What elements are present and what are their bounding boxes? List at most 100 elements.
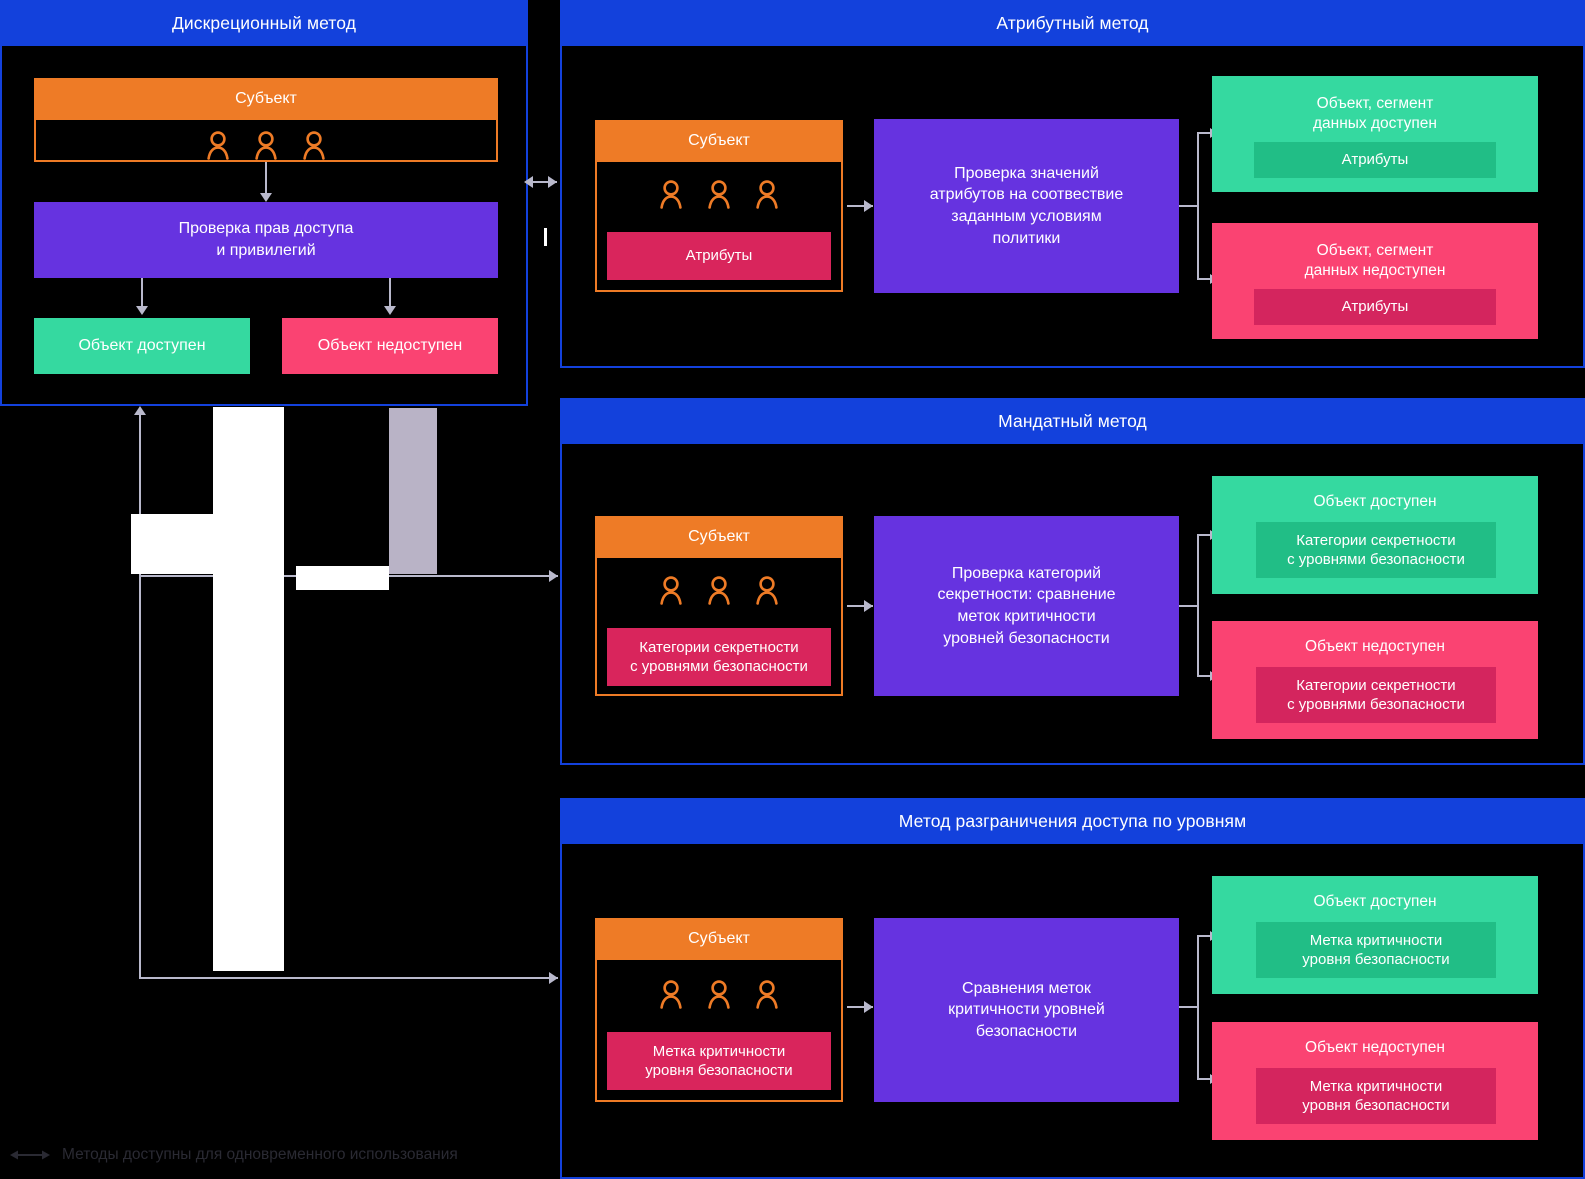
people-group xyxy=(597,570,841,610)
person-icon xyxy=(756,180,778,209)
connector-to-allow xyxy=(1197,935,1217,937)
chip-label: Категории секретности с уровнями безопас… xyxy=(1287,531,1465,569)
raster-artifact xyxy=(131,514,284,574)
result-allow-attribute: Объект, сегмент данных доступен Атрибуты xyxy=(1212,76,1538,192)
chip-label: Метка критичности уровня безопасности xyxy=(1302,931,1450,969)
arrowhead-right-icon xyxy=(864,1001,873,1013)
person-icon xyxy=(708,576,730,605)
person-icon xyxy=(756,576,778,605)
result-allow-mandatory: Объект доступен Категории секретности с … xyxy=(1212,476,1538,594)
process-box-mandatory: Проверка категорий секретности: сравнени… xyxy=(874,516,1179,696)
connector-to-deny xyxy=(1197,278,1217,280)
process-text: Проверка значений атрибутов на соотвеств… xyxy=(929,164,1124,247)
raster-artifact xyxy=(213,407,284,971)
connector-process-split-stem xyxy=(1179,605,1199,607)
chip-label: Метка критичности уровня безопасности xyxy=(645,1042,793,1080)
result-attributes-chip: Атрибуты xyxy=(1254,289,1496,325)
person-icon xyxy=(207,131,229,160)
result-title: Объект недоступен xyxy=(1305,1039,1445,1056)
process-box-attribute: Проверка значений атрибутов на соотвеств… xyxy=(874,119,1179,293)
subject-header: Субъект xyxy=(595,918,843,960)
double-arrow-horizontal-icon xyxy=(10,1150,50,1160)
legend-text: Методы доступны для одновременного испол… xyxy=(62,1146,458,1163)
subject-header: Субъект xyxy=(34,78,498,120)
connector-subject-to-process xyxy=(847,205,873,207)
result-deny-mandatory: Объект недоступен Категории секретности … xyxy=(1212,621,1538,739)
subject-label: Субъект xyxy=(235,90,297,107)
process-box-level-based: Сравнения меток критичности уровней безо… xyxy=(874,918,1179,1102)
subject-categories-chip: Категории секретности с уровнями безопас… xyxy=(607,628,831,686)
person-icon xyxy=(708,180,730,209)
process-box-discretionary: Проверка прав доступа и привилегий xyxy=(34,202,498,278)
panel-title: Атрибутный метод xyxy=(996,13,1149,34)
connector-process-split-vertical xyxy=(1197,132,1199,280)
result-categories-chip: Категории секретности с уровнями безопас… xyxy=(1256,522,1496,578)
connector-subject-to-process xyxy=(847,1006,873,1008)
result-deny-level-based: Объект недоступен Метка критичности уров… xyxy=(1212,1022,1538,1140)
person-icon xyxy=(660,180,682,209)
arrowhead-left-icon xyxy=(524,176,533,188)
panel-title: Мандатный метод xyxy=(998,411,1147,432)
result-title: Объект, сегмент данных доступен xyxy=(1313,95,1437,132)
connector-process-split-vertical xyxy=(1197,935,1199,1080)
person-icon xyxy=(303,131,325,160)
person-icon xyxy=(660,980,682,1009)
subject-label: Субъект xyxy=(688,930,750,947)
arrowhead-down-icon xyxy=(136,306,148,315)
process-text: Проверка прав доступа и привилегий xyxy=(178,220,354,259)
result-categories-chip: Категории секретности с уровнями безопас… xyxy=(1256,667,1496,723)
connector-to-allow xyxy=(1197,534,1217,536)
chip-label: Атрибуты xyxy=(1341,298,1409,316)
connector-subject-to-process xyxy=(265,162,267,195)
connector-subject-to-process xyxy=(847,605,873,607)
arrowhead-down-icon xyxy=(260,193,272,202)
chip-label: Метка критичности уровня безопасности xyxy=(1302,1077,1450,1115)
result-title: Объект, сегмент данных недоступен xyxy=(1304,242,1446,279)
people-group xyxy=(597,974,841,1014)
connector-to-deny xyxy=(1197,675,1217,677)
connector-process-split-vertical xyxy=(1197,534,1199,677)
subject-card-attribute: Субъект Атрибуты xyxy=(595,120,843,292)
process-text: Сравнения меток критичности уровней безо… xyxy=(948,979,1105,1040)
chip-label: Атрибуты xyxy=(1341,151,1409,169)
subject-header: Субъект xyxy=(595,120,843,162)
result-title: Объект недоступен xyxy=(1305,638,1445,655)
panel-title-bar-level-based: Метод разграничения доступа по уровням xyxy=(562,800,1583,844)
result-label: Объект недоступен xyxy=(317,337,463,354)
panel-title-bar-discretionary: Дискреционный метод xyxy=(2,2,526,46)
result-label: Объект доступен xyxy=(78,337,206,354)
arrowhead-right-icon xyxy=(548,176,557,188)
person-icon xyxy=(660,576,682,605)
raster-artifact xyxy=(389,408,437,574)
panel-level-based: Метод разграничения доступа по уровням С… xyxy=(560,798,1585,1179)
result-allow-level-based: Объект доступен Метка критичности уровня… xyxy=(1212,876,1538,994)
chip-label: Категории секретности с уровнями безопас… xyxy=(1287,676,1465,714)
panel-attribute: Атрибутный метод Субъект xyxy=(560,0,1585,368)
chip-label: Атрибуты xyxy=(685,247,753,265)
arrowhead-up-icon xyxy=(134,406,146,415)
connector-process-split-stem xyxy=(1179,1006,1199,1008)
result-attributes-chip: Атрибуты xyxy=(1254,142,1496,178)
panel-mandatory: Мандатный метод Субъект xyxy=(560,398,1585,765)
connector-trunk-vertical xyxy=(139,414,141,979)
connector-trunk-to-level-based xyxy=(139,977,558,979)
subject-card-discretionary: Субъект xyxy=(34,78,498,162)
raster-artifact xyxy=(544,228,547,246)
subject-attributes-chip: Атрибуты xyxy=(607,232,831,280)
connector-process-to-deny xyxy=(389,278,391,308)
result-label-chip: Метка критичности уровня безопасности xyxy=(1256,1068,1496,1124)
result-deny-discretionary: Объект недоступен xyxy=(282,318,498,374)
panel-title-bar-mandatory: Мандатный метод xyxy=(562,400,1583,444)
arrowhead-down-icon xyxy=(384,306,396,315)
people-group xyxy=(597,174,841,214)
subject-label-chip: Метка критичности уровня безопасности xyxy=(607,1032,831,1090)
person-icon xyxy=(708,980,730,1009)
panel-title: Дискреционный метод xyxy=(171,13,357,34)
result-label-chip: Метка критичности уровня безопасности xyxy=(1256,922,1496,978)
person-icon xyxy=(756,980,778,1009)
person-icon xyxy=(255,131,277,160)
result-title: Объект доступен xyxy=(1313,493,1437,510)
connector-process-to-allow xyxy=(141,278,143,308)
panel-title-bar-attribute: Атрибутный метод xyxy=(562,2,1583,46)
